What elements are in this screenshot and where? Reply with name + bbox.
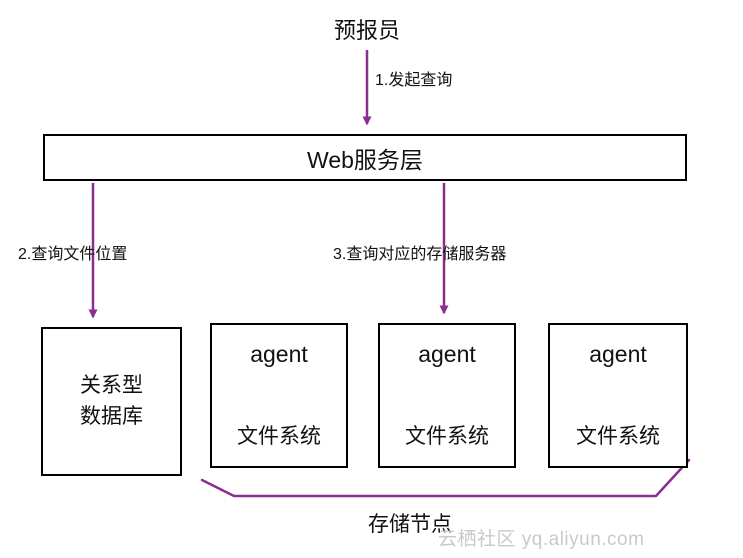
- file-system-label: 文件系统: [576, 425, 660, 448]
- step1-label: 1.发起查询: [375, 72, 453, 89]
- database-label-line1: 关系型: [80, 374, 143, 398]
- agent-node-box-1: agent 文件系统: [210, 323, 348, 468]
- web-service-layer-label: Web服务层: [307, 146, 423, 173]
- web-service-layer-box: Web服务层: [43, 134, 687, 181]
- file-system-label: 文件系统: [237, 425, 321, 448]
- file-system-label: 文件系统: [405, 425, 489, 448]
- step2-label: 2.查询文件位置: [18, 246, 128, 263]
- relational-database-label: 关系型 数据库: [80, 371, 143, 432]
- watermark-text: 云栖社区 yq.aliyun.com: [438, 529, 645, 550]
- agent-label: agent: [418, 341, 476, 367]
- agent-label: agent: [250, 341, 308, 367]
- database-label-line2: 数据库: [80, 404, 143, 428]
- agent-label: agent: [589, 341, 647, 367]
- relational-database-box: 关系型 数据库: [41, 327, 182, 476]
- forecaster-label: 预报员: [333, 18, 400, 43]
- agent-node-box-3: agent 文件系统: [548, 323, 688, 468]
- agent-node-box-2: agent 文件系统: [378, 323, 516, 468]
- step3-label: 3.查询对应的存储服务器: [333, 246, 507, 263]
- storage-nodes-label: 存储节点: [368, 513, 452, 536]
